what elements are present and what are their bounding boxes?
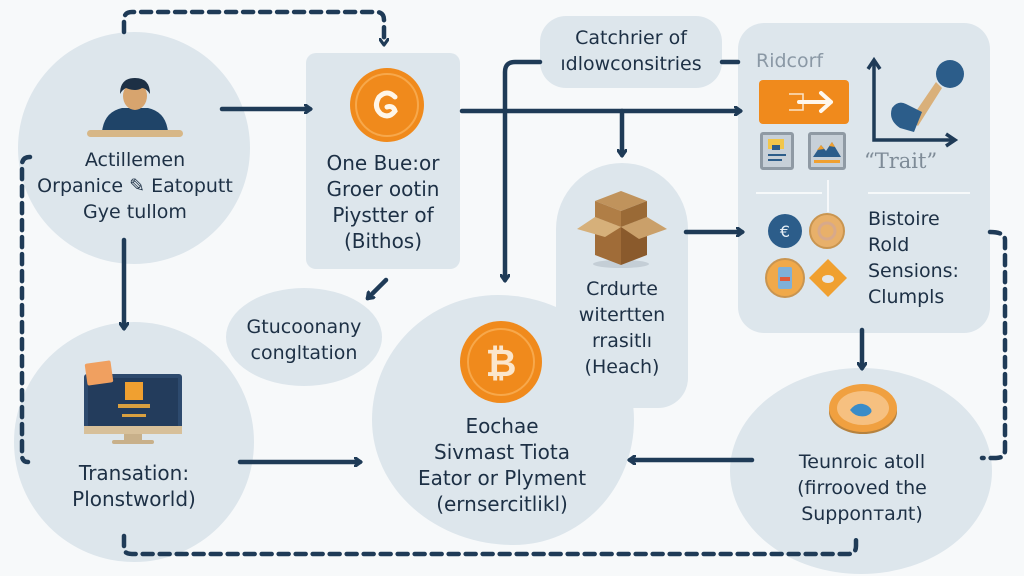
svg-text:₿: ₿ xyxy=(486,341,517,385)
label-line: (Bithos) xyxy=(343,229,423,253)
label-line: Gtucoonany xyxy=(246,316,362,338)
phone-coin-icon xyxy=(765,258,805,298)
label-line: Eator or Plyment xyxy=(417,466,587,490)
ridcorf-caption: “Trait” xyxy=(864,149,938,173)
blue-coin-icon: € xyxy=(768,214,802,248)
diamond-icon xyxy=(809,259,847,297)
user-node xyxy=(18,32,250,264)
label-line: Sivmast Tiota xyxy=(434,440,570,464)
mountain-chart-icon xyxy=(808,132,846,170)
bistoire-label: Bistoire Rold Sensions: Clumpls xyxy=(868,206,988,310)
catchrier-label: Catchrier of ıdlowconsitries xyxy=(540,25,722,77)
label-line: Eochae xyxy=(465,414,539,438)
label-line: congltation xyxy=(250,342,358,364)
label-line: Plonstworld) xyxy=(72,487,196,511)
svg-text:€: € xyxy=(780,222,790,241)
document-icon xyxy=(760,132,794,170)
label-line: Bistoire xyxy=(868,208,940,230)
coin-box-label: One Bue:or Groer ootin Piystter of (Bith… xyxy=(306,150,460,254)
label-line: Actillemen xyxy=(84,149,186,171)
bitcoin-payment-label: Eochae Sivmast Tiota Eator or Plyment (e… xyxy=(382,413,622,517)
atoll-label: Teunroic atoll (firrooved the Supponталt… xyxy=(742,449,982,527)
arrow-coin-box-to-congestion xyxy=(368,277,389,298)
orange-arrow-button-icon xyxy=(759,80,849,124)
label-line: Gye tullom xyxy=(83,201,187,223)
label-line: Crdurte xyxy=(586,278,658,300)
catchrier-node xyxy=(540,16,722,88)
person-at-desk-icon xyxy=(87,78,183,137)
label-line: Orpanice ✎ Eatoputt xyxy=(37,175,233,197)
label-line: Groer ootin xyxy=(326,177,440,201)
orange-coin-icon xyxy=(350,68,424,142)
chart-axis-arrow-icon xyxy=(866,56,964,148)
label-line: Catchrier of xyxy=(575,27,687,49)
user-node-label: Actillemen Orpanice ✎ Eatoputt Gye tullo… xyxy=(30,147,240,225)
label-line: Clumpls xyxy=(868,286,945,308)
package-label: Crdurte witertten rrasitlı (Heach) xyxy=(556,276,688,380)
label-line: Sensions: xyxy=(868,260,959,282)
label-line: (firrooved the xyxy=(797,477,927,499)
transaction-label: Transation: Plonstworld) xyxy=(24,460,244,512)
bowl-coin-icon xyxy=(829,384,897,434)
congestion-label: Gtucoonany congltation xyxy=(226,314,382,366)
arrow-catchrier-down xyxy=(505,59,543,280)
tan-coin-icon xyxy=(809,213,845,249)
computer-monitor-icon xyxy=(84,360,182,444)
label-line: Rold xyxy=(868,234,910,256)
label-line: One Bue:or xyxy=(326,151,440,175)
label-line: ıdlowconsitries xyxy=(560,53,702,75)
label-line: (Heach) xyxy=(584,356,660,378)
ridcorf-title: Ridcorf xyxy=(756,50,824,72)
label-line: Piystter of xyxy=(332,203,434,227)
open-box-icon xyxy=(577,191,667,268)
congestion-node xyxy=(226,288,382,386)
label-line: Supponталt) xyxy=(801,503,923,525)
label-line: witertten xyxy=(578,304,666,326)
label-line: Transation: xyxy=(78,461,190,485)
label-line: (ernsercitlikl) xyxy=(436,492,568,516)
label-line: rrasitlı xyxy=(591,330,653,352)
bitcoin-icon: ₿ xyxy=(460,321,542,403)
label-line: Teunroic atoll xyxy=(798,451,926,473)
